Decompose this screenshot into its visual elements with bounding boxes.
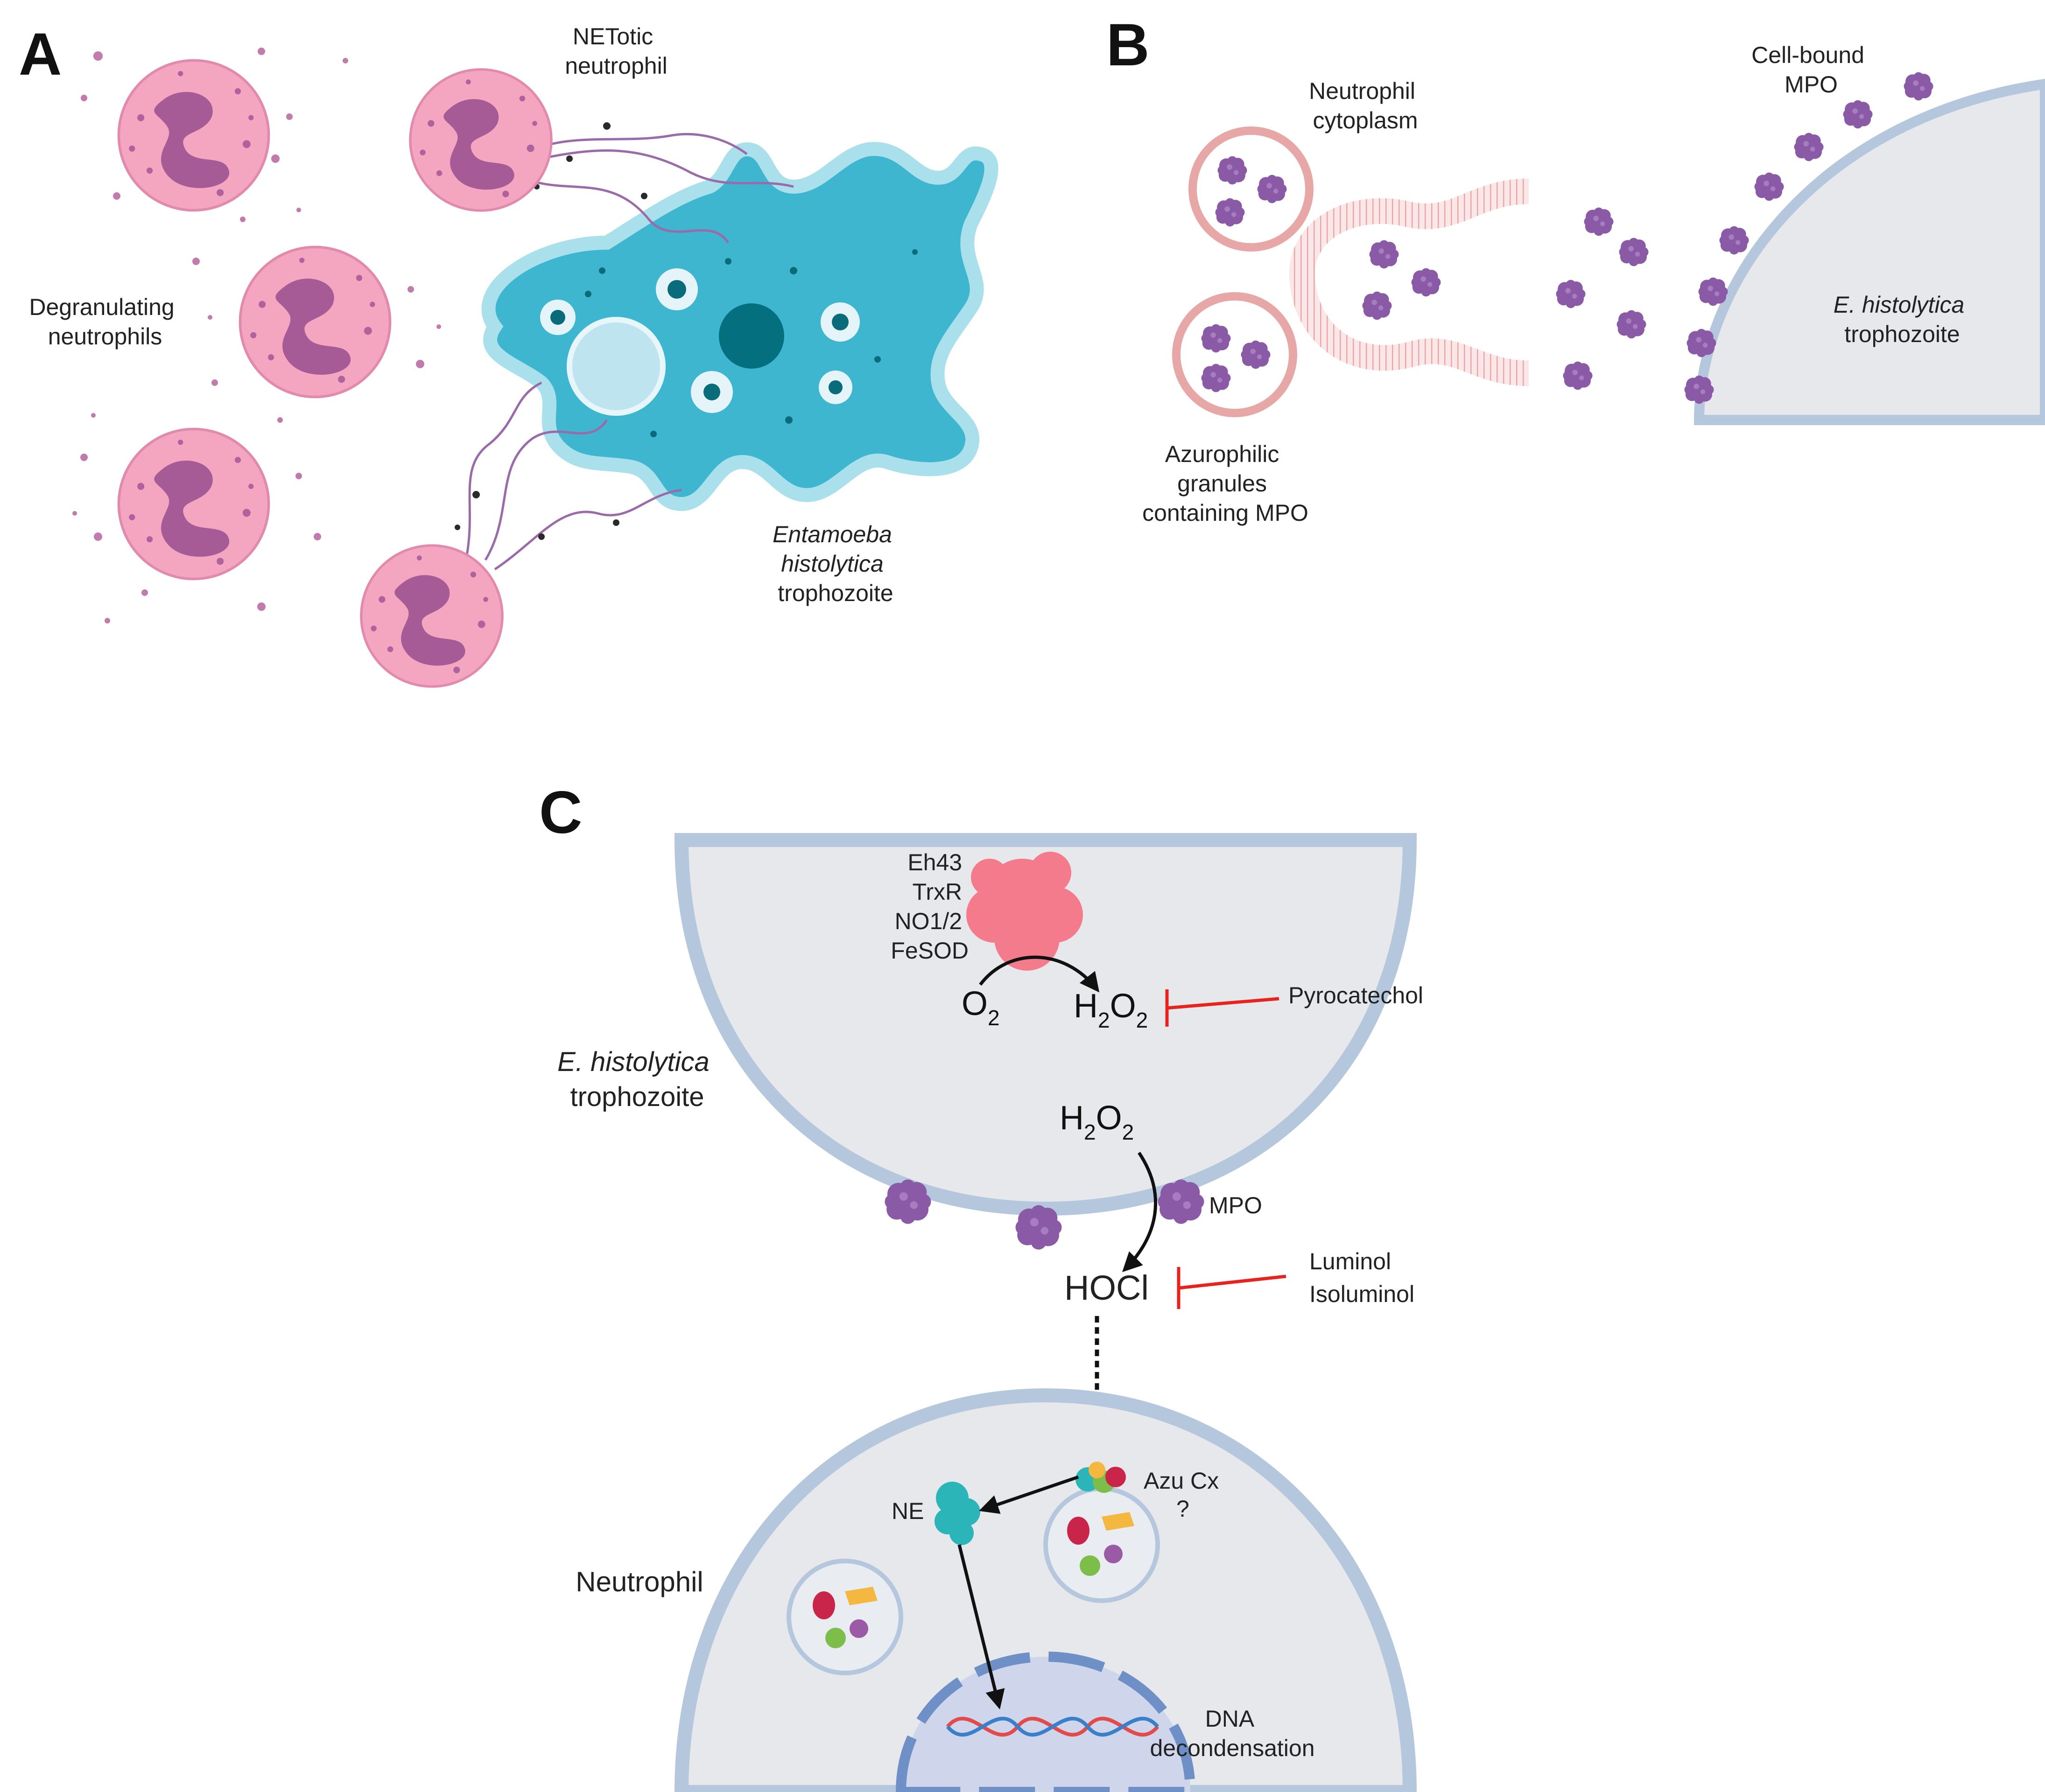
neutrophil-granule-2 (787, 1559, 903, 1675)
label-ne: NE (892, 1498, 924, 1524)
label-cell-bound: Cell-bound MPO (1751, 42, 1871, 98)
azu-complex (1075, 1462, 1126, 1493)
azu-to-ne-arrow (979, 1475, 1079, 1514)
azurophilic-granule-1 (1188, 126, 1314, 252)
net-particles (455, 122, 647, 540)
label-amoeba: Entamoeba histolytica trophozoite (773, 521, 899, 606)
neutrophil-granule-1 (1043, 1486, 1160, 1603)
enzyme-list: Eh43 TrxR NO1/2 FeSOD (891, 849, 969, 964)
neutrophil-cell (674, 1388, 1417, 1792)
h2o2-label-top: H2O2 (1074, 987, 1148, 1032)
h2o2-to-hocl-arrow (1122, 1152, 1157, 1272)
panel-a-letter: A (19, 21, 62, 88)
label-degranulating: Degranulating neutrophils (29, 294, 181, 350)
ne-to-nucleus-arrow (957, 1544, 1005, 1710)
hocl-label: HOCl (1064, 1268, 1149, 1307)
netotic-neutrophil-2 (361, 546, 502, 686)
ne-enzyme (935, 1482, 980, 1545)
degranulating-neutrophil-3 (119, 429, 268, 579)
enzyme-complex (966, 852, 1083, 971)
azurophilic-granule-2 (1172, 292, 1297, 417)
h2o2-label-mid: H2O2 (1060, 1099, 1134, 1144)
panel-c-letter: C (539, 779, 582, 846)
label-dna: DNA decondensation (1150, 1706, 1314, 1761)
label-trophozoite-b: E. histolytica trophozoite (1834, 292, 1971, 347)
dna-strand (946, 1716, 1160, 1737)
panel-b: B (1106, 12, 2045, 526)
panel-c: C Eh43 TrxR NO1/2 FeSOD O2 H2O2 Pyrocate… (539, 779, 1423, 1792)
o2-to-h2o2-arrow (979, 955, 1100, 993)
o2-label: O2 (962, 985, 1000, 1030)
exocytosis-membrane (1289, 178, 1529, 386)
pyrocatechol-inhibition (1165, 989, 1279, 1027)
label-azu: Azu Cx ? (1144, 1468, 1225, 1522)
label-isoluminol: Isoluminol (1309, 1281, 1414, 1307)
released-mpo (1556, 207, 1649, 390)
luminol-inhibition (1177, 1267, 1286, 1309)
label-netotic: NETotic neutrophil (565, 23, 668, 79)
label-trophozoite-c: E. histolytica trophozoite (557, 1047, 717, 1112)
label-luminol: Luminol (1309, 1248, 1391, 1274)
net-strands (465, 133, 794, 571)
label-cytoplasm: Neutrophil cytoplasm (1309, 78, 1422, 133)
label-mpo: MPO (1209, 1192, 1262, 1218)
panel-a: A Degranulating neutrophils (19, 21, 998, 686)
label-neutrophil: Neutrophil (576, 1566, 703, 1597)
label-granules: Azurophilic granules containing MPO (1142, 441, 1308, 526)
netotic-neutrophil-1 (410, 70, 551, 210)
trophozoite-edge-b (1694, 78, 2045, 425)
panel-b-letter: B (1106, 12, 1149, 78)
degranulating-neutrophil-1 (119, 60, 268, 210)
label-pyrocatechol: Pyrocatechol (1288, 982, 1423, 1008)
degranulating-neutrophil-2 (240, 247, 390, 397)
amoeba-trophozoite (481, 142, 998, 511)
